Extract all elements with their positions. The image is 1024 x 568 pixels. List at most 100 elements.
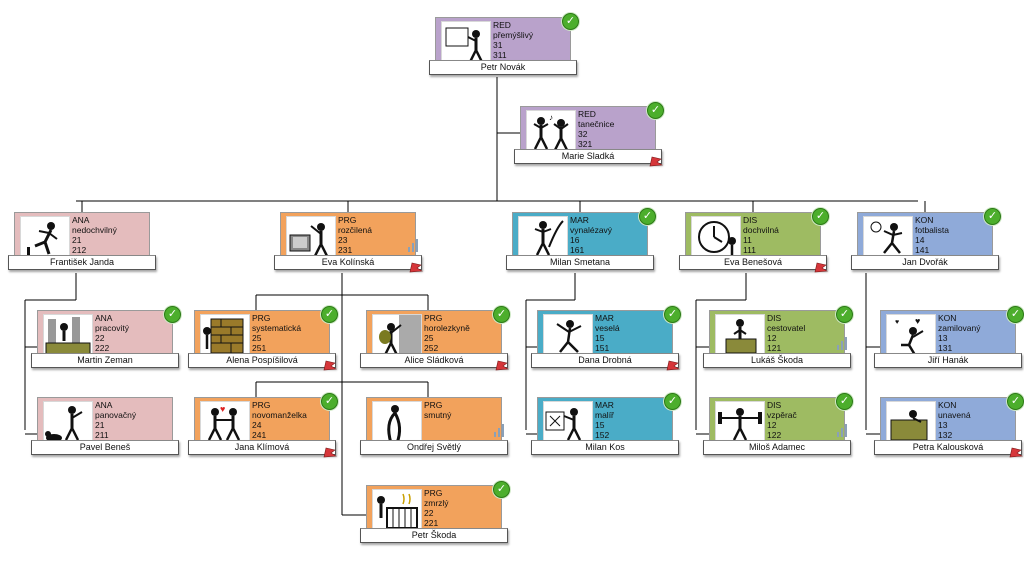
check-icon: ✓	[836, 393, 853, 410]
number-2: 251	[252, 343, 267, 353]
person-name: Eva Benešová	[679, 255, 827, 270]
person-name: Martin Zeman	[31, 353, 179, 368]
person-card[interactable]: ♥♥ KON zamilovaný 13 131 ✓ Jiří Hanák	[874, 306, 1024, 370]
tired-icon	[886, 401, 936, 445]
flag-icon	[323, 447, 337, 458]
person-card[interactable]: PRG rozčilená 23 231 Eva Kolínská	[274, 212, 423, 273]
number-2: 152	[595, 430, 610, 440]
number-2: 211	[95, 430, 109, 440]
person-card[interactable]: ANA nedochvilný 21 212 František Janda	[8, 212, 156, 272]
check-icon: ✓	[836, 306, 853, 323]
card-info: MAR vynalézavý 16 161	[570, 215, 612, 255]
person-card[interactable]: PRG systematická 25 251 ✓ Alena Pospíšil…	[188, 306, 338, 371]
card-info: PRG zmrzlý 22 221	[424, 488, 449, 528]
trait-label: přemýšlivý	[493, 30, 534, 40]
number-1: 25	[252, 333, 262, 343]
card-info: PRG horolezkyně 25 252	[424, 313, 470, 353]
trait-label: fotbalista	[915, 225, 950, 235]
flag-icon	[409, 262, 423, 273]
trait-label: unavená	[938, 410, 971, 420]
person-card[interactable]: MAR malíř 15 152 ✓ Milan Kos	[531, 393, 681, 457]
person-card[interactable]: KON fotbalista 14 141 ✓ Jan Dvořák	[851, 208, 1001, 272]
card-info: KON fotbalista 14 141	[915, 215, 949, 255]
flag-icon	[1009, 447, 1023, 458]
radiator-icon	[372, 489, 422, 533]
number-1: 23	[338, 235, 348, 245]
trait-label: vzpěrač	[767, 410, 797, 420]
person-card[interactable]: PRG smutný Ondřej Světlý	[360, 397, 508, 457]
computer-smash-icon	[286, 216, 336, 260]
traveller-icon	[715, 314, 765, 358]
department-code: PRG	[338, 215, 357, 225]
chart-bars-icon	[494, 423, 506, 437]
check-icon: ✓	[493, 481, 510, 498]
number-1: 15	[595, 420, 605, 430]
number-2: 222	[95, 343, 110, 353]
department-code: KON	[938, 400, 957, 410]
trait-label: tanečnice	[578, 119, 615, 129]
number-2: 221	[424, 518, 439, 528]
number-1: 21	[72, 235, 82, 245]
clock-icon	[691, 216, 741, 260]
number-1: 15	[595, 333, 605, 343]
person-card[interactable]: DIS cestovatel 12 121 ✓ Lukáš Škoda	[703, 306, 853, 370]
person-card[interactable]: ANA panovačný 21 211 Pavel Beneš	[31, 397, 179, 457]
person-name: Milan Smetana	[506, 255, 654, 270]
department-code: KON	[938, 313, 957, 323]
flag-icon	[323, 360, 337, 371]
trait-label: malíř	[595, 410, 614, 420]
check-icon: ✓	[984, 208, 1001, 225]
boss-icon	[43, 401, 93, 445]
department-code: MAR	[595, 400, 614, 410]
card-info: ANA pracovitý 22 222	[95, 313, 129, 353]
number-1: 32	[578, 129, 588, 139]
card-info: KON unavená 13 132	[938, 400, 971, 440]
builder-icon	[43, 314, 93, 358]
number-1: 14	[915, 235, 925, 245]
department-code: PRG	[252, 313, 271, 323]
climber-icon	[372, 314, 422, 358]
flag-icon	[666, 360, 680, 371]
person-card[interactable]: DIS vzpěrač 12 122 ✓ Miloš Adamec	[703, 393, 853, 457]
number-2: 161	[570, 245, 585, 255]
painter-icon	[543, 401, 593, 445]
number-2: 231	[338, 245, 353, 255]
number-1: 21	[95, 420, 105, 430]
person-name: Petra Kalousková	[874, 440, 1022, 455]
trait-label: pracovitý	[95, 323, 130, 333]
person-card[interactable]: ANA pracovitý 22 222 ✓ Martin Zeman	[31, 306, 181, 370]
department-code: DIS	[767, 313, 782, 323]
person-name: Lukáš Škoda	[703, 353, 851, 368]
person-card[interactable]: MAR veselá 15 151 ✓ Dana Drobná	[531, 306, 681, 371]
person-card[interactable]: DIS dochvilná 11 111 ✓ Eva Benešová	[679, 208, 829, 273]
card-info: KON zamilovaný 13 131	[938, 313, 981, 353]
person-name: Alice Sládková	[360, 353, 508, 368]
department-code: PRG	[424, 313, 443, 323]
person-card[interactable]: ♥ PRG novomanželka 24 241 ✓ Jana Klímová	[188, 393, 338, 458]
department-code: PRG	[252, 400, 271, 410]
trait-label: veselá	[595, 323, 620, 333]
number-1: 13	[938, 333, 948, 343]
person-name: Petr Novák	[429, 60, 577, 75]
trait-label: dochvilná	[743, 225, 779, 235]
card-info: MAR veselá 15 151	[595, 313, 620, 353]
person-card[interactable]: PRG horolezkyně 25 252 ✓ Alice Sládková	[360, 306, 510, 371]
person-card[interactable]: MAR vynalézavý 16 161 ✓ Milan Smetana	[506, 208, 656, 272]
department-code: PRG	[424, 400, 443, 410]
number-2: 151	[595, 343, 610, 353]
person-card[interactable]: RED přemýšlivý 31 311 ✓ Petr Novák	[429, 13, 579, 77]
person-name: Jiří Hanák	[874, 353, 1022, 368]
person-name: Jana Klímová	[188, 440, 336, 455]
person-card[interactable]: KON unavená 13 132 ✓ Petra Kalousková	[874, 393, 1024, 458]
check-icon: ✓	[562, 13, 579, 30]
trait-label: panovačný	[95, 410, 137, 420]
chart-bars-icon	[837, 423, 849, 437]
sad-icon	[372, 401, 422, 445]
check-icon: ✓	[664, 306, 681, 323]
person-card[interactable]: PRG zmrzlý 22 221 ✓ Petr Škoda	[360, 481, 510, 545]
svg-text:♥: ♥	[915, 316, 920, 326]
card-info: DIS dochvilná 11 111	[743, 215, 779, 255]
person-card[interactable]: ♪ RED tanečnice 32 321 ✓ Marie Sladká	[514, 102, 664, 167]
